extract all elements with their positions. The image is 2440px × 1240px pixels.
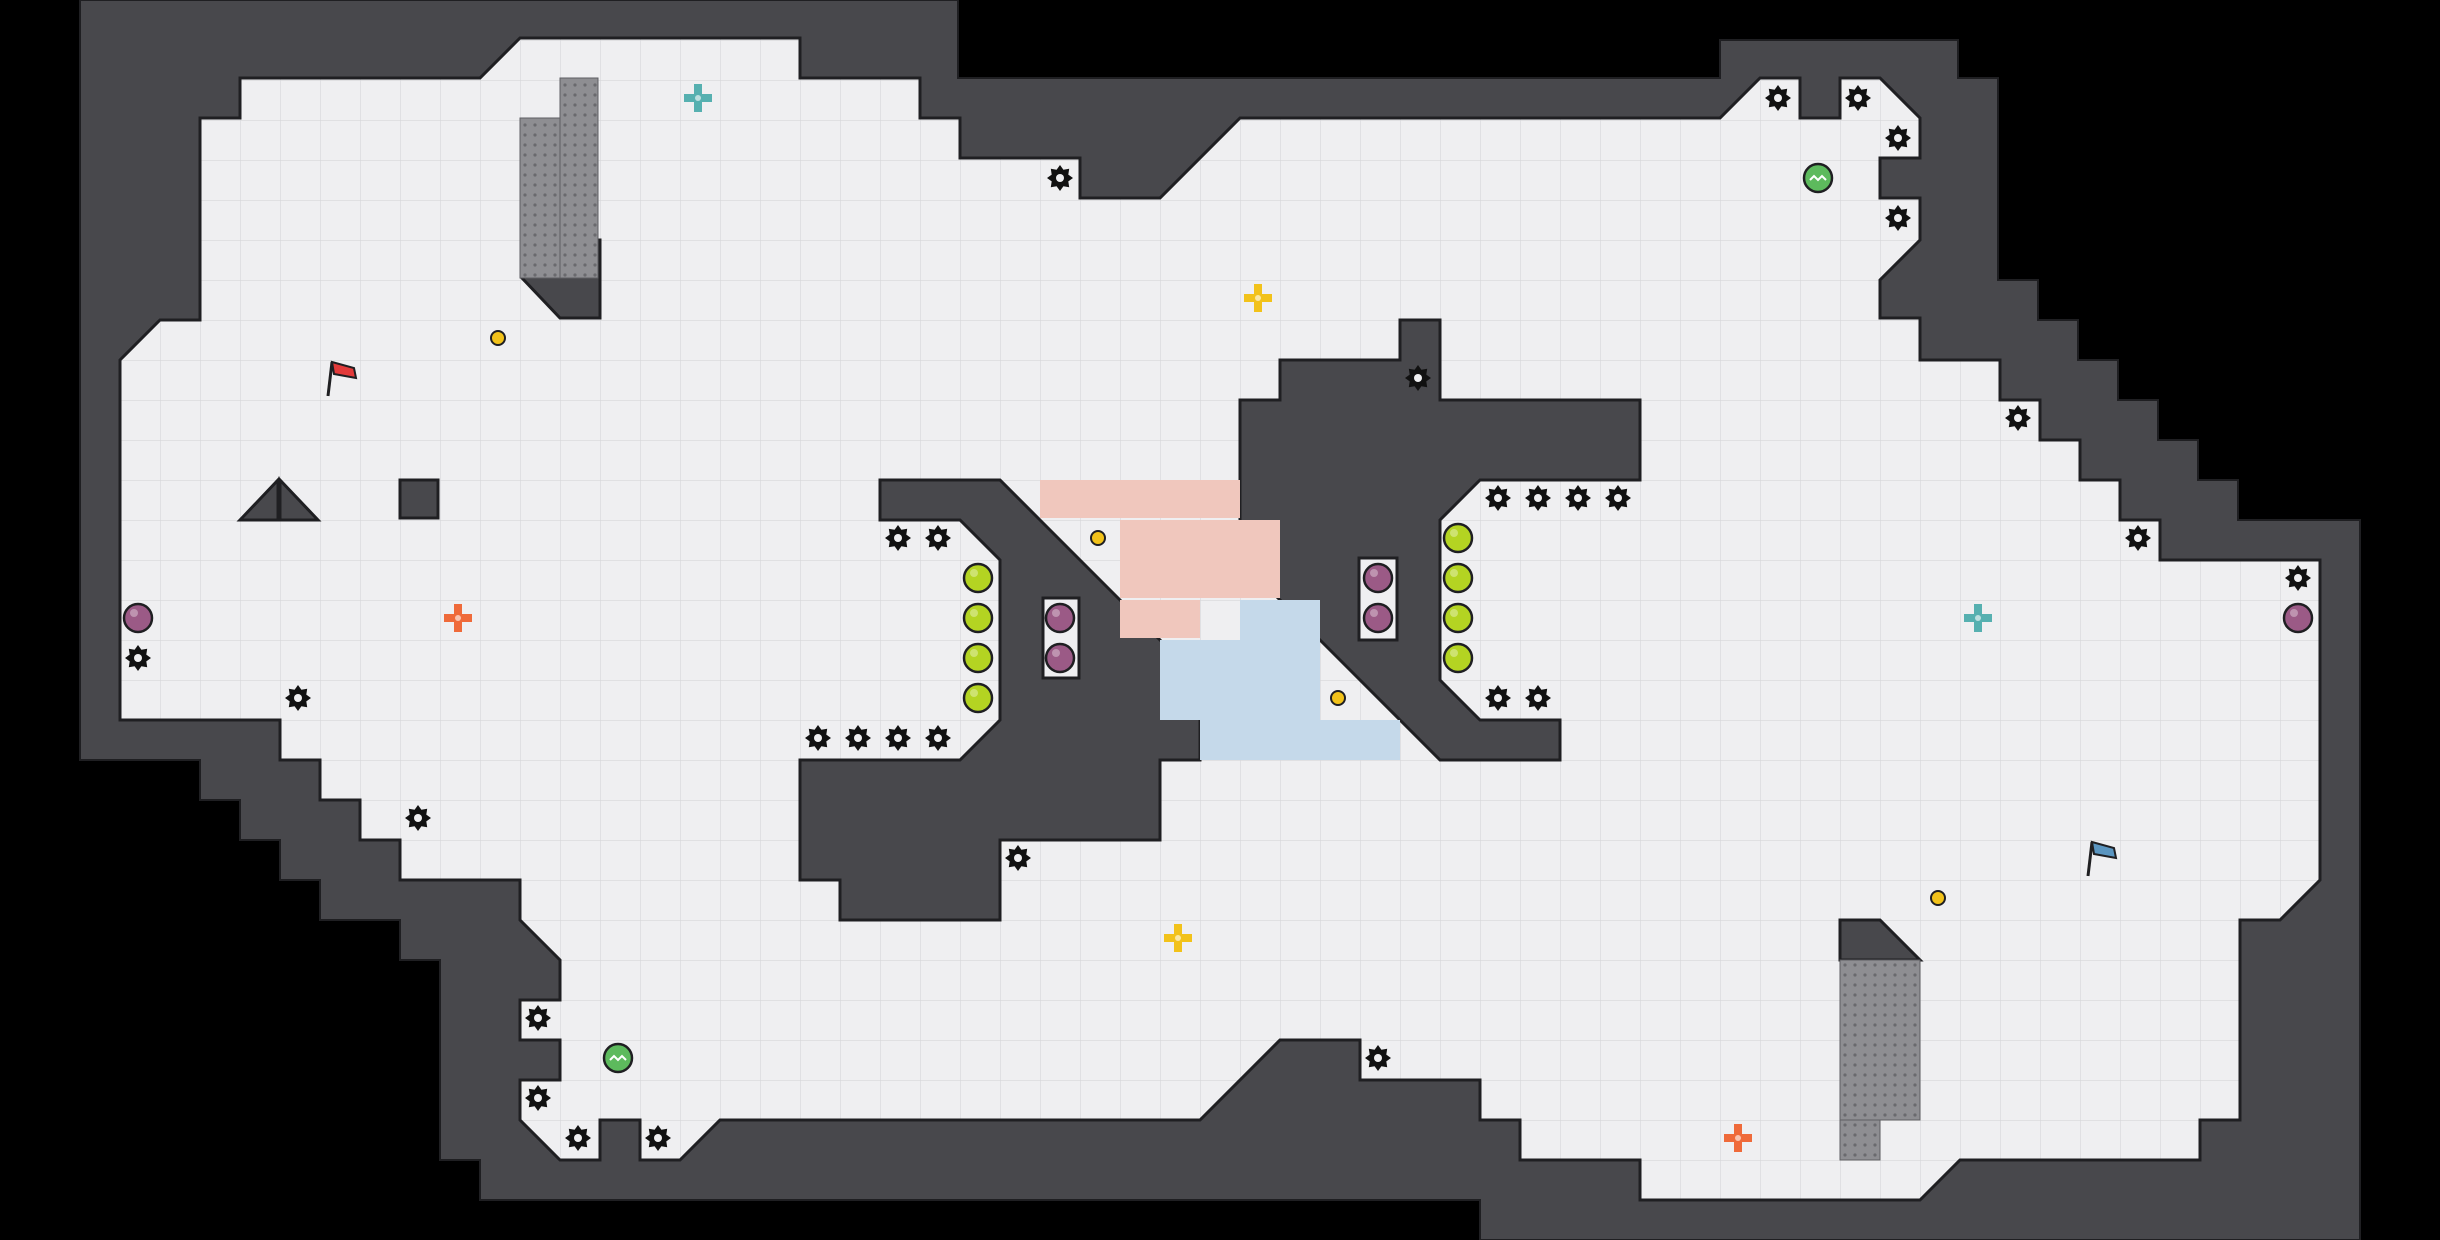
spike-mine-icon	[1525, 485, 1551, 511]
lime-orb-icon	[1442, 602, 1474, 634]
spike-mine-icon	[525, 1005, 551, 1031]
purple-orb-icon	[1362, 602, 1394, 634]
coin-icon	[490, 330, 506, 346]
zone-blue	[1160, 600, 1400, 760]
spike-mine-icon	[925, 525, 951, 551]
spike-mine-icon	[645, 1125, 671, 1151]
spike-mine-icon	[805, 725, 831, 751]
coin-icon	[1330, 690, 1346, 706]
start-flag-icon	[326, 360, 358, 397]
spike-mine-icon	[1885, 125, 1911, 151]
purple-orb-icon	[2282, 602, 2314, 634]
spike-mine-icon	[885, 525, 911, 551]
spike-mine-icon	[1605, 485, 1631, 511]
spike-mine-icon	[1047, 165, 1073, 191]
grate-blocks	[519, 77, 1921, 1161]
spike-mine-icon	[2125, 525, 2151, 551]
plus-pickup-icon	[1724, 1124, 1752, 1152]
coin-icon	[1930, 890, 1946, 906]
spike-mine-icon	[2005, 405, 2031, 431]
spike-mine-icon	[1485, 485, 1511, 511]
purple-orb-icon	[1362, 562, 1394, 594]
inner-walls	[236, 238, 1924, 962]
plus-pickup-icon	[1164, 924, 1192, 952]
spike-mine-icon	[925, 725, 951, 751]
spike-mine-icon	[885, 725, 911, 751]
spike-mine-icon	[2285, 565, 2311, 591]
plus-pickup-icon	[684, 84, 712, 112]
spike-mine-icon	[1405, 365, 1431, 391]
floor-main	[118, 36, 2322, 1202]
spike-mine-icon	[565, 1125, 591, 1151]
spike-mine-icon	[1525, 685, 1551, 711]
spike-mine-icon	[1485, 685, 1511, 711]
spike-mine-icon	[1005, 845, 1031, 871]
spike-mine-icon	[1765, 85, 1791, 111]
spike-mine-icon	[125, 645, 151, 671]
coin-icon	[1090, 530, 1106, 546]
purple-orb-icon	[1044, 642, 1076, 674]
lime-orb-icon	[1442, 522, 1474, 554]
lime-orb-icon	[962, 682, 994, 714]
zone-red	[1040, 480, 1280, 638]
spike-mine-icon	[285, 685, 311, 711]
plus-pickup-icon	[1244, 284, 1272, 312]
spike-mine-icon	[1845, 85, 1871, 111]
lime-orb-icon	[962, 602, 994, 634]
spike-mine-icon	[845, 725, 871, 751]
plus-pickup-icon	[444, 604, 472, 632]
lime-orb-icon	[962, 562, 994, 594]
green-token-icon	[602, 1042, 634, 1074]
spike-mine-icon	[1885, 205, 1911, 231]
purple-orb-icon	[1044, 602, 1076, 634]
purple-orb-icon	[122, 602, 154, 634]
spike-mine-icon	[405, 805, 431, 831]
green-token-icon	[1802, 162, 1834, 194]
spike-mine-icon	[525, 1085, 551, 1111]
lime-orb-icon	[1442, 642, 1474, 674]
spike-mine-icon	[1365, 1045, 1391, 1071]
goal-flag-icon	[2086, 840, 2118, 877]
lime-orb-icon	[1442, 562, 1474, 594]
entity-layer	[122, 84, 2314, 1152]
plus-pickup-icon	[1964, 604, 1992, 632]
lime-orb-icon	[962, 642, 994, 674]
spike-mine-icon	[1565, 485, 1591, 511]
